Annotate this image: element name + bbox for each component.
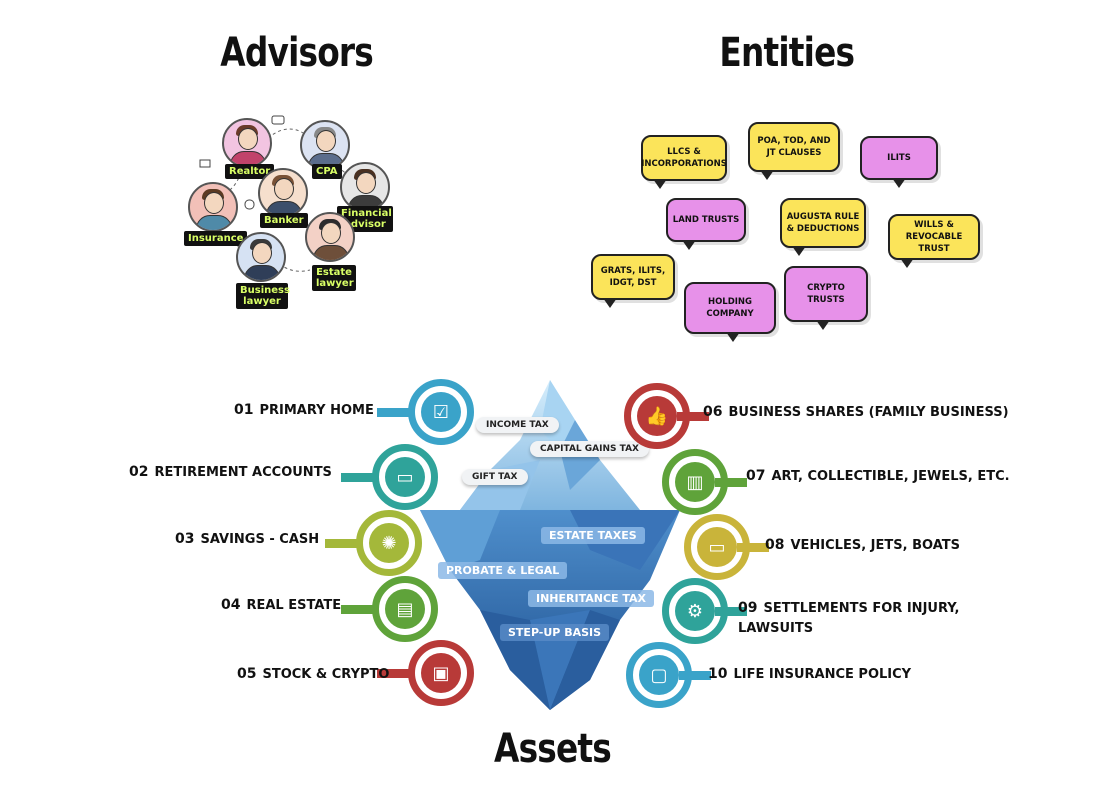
art-collectibles-ring: ▥ [662, 449, 747, 515]
entities-title: Entities [719, 30, 855, 76]
real-estate-ring: ▤ [341, 576, 438, 642]
entity-bubble: AUGUSTA RULE & DEDUCTIONS [780, 198, 866, 256]
business-lawyer-avatar [236, 232, 286, 282]
money-icon: ▭ [385, 457, 425, 497]
entity-bubble: GRATS, ILITS, IDGT, DST [591, 254, 675, 308]
lightbulb-icon: ✺ [369, 523, 409, 563]
tax-pill: GIFT TAX [462, 469, 528, 485]
tax-pill: CAPITAL GAINS TAX [530, 441, 649, 457]
estate-lawyer-avatar [305, 212, 355, 262]
business-shares-ring: 👍 [624, 383, 709, 449]
tax-pill: INCOME TAX [476, 417, 559, 433]
document-icon: ▥ [675, 462, 715, 502]
entity-bubble: LAND TRUSTS [666, 198, 746, 250]
entity-bubble: HOLDING COMPANY [684, 282, 776, 342]
savings-cash-ring: ✺ [325, 510, 422, 576]
realtor-tag: Realtor [225, 164, 275, 179]
checklist-icon: ☑ [421, 392, 461, 432]
thumbs-up-icon: 👍 [637, 396, 677, 436]
financial-advisor-avatar [340, 162, 390, 212]
cost-label: INHERITANCE TAX [528, 590, 655, 607]
primary-home-ring: ☑ [377, 379, 474, 445]
retirement-accounts-ring: ▭ [341, 444, 438, 510]
cost-label: PROBATE & LEGAL [438, 562, 568, 579]
banker-tag: Banker [260, 213, 308, 228]
entity-bubble: LLCS & INCORPORATIONS [641, 135, 727, 189]
realtor-avatar [222, 118, 272, 168]
life-insurance-ring: ▢ [626, 642, 711, 708]
assets-title: Assets [494, 726, 612, 772]
document-search-icon: ▤ [385, 589, 425, 629]
insurance-tag: Insurance [184, 231, 248, 246]
vehicles-ring: ▭ [684, 514, 769, 580]
business-lawyer-tag: Business lawyer [236, 283, 290, 309]
monitor-icon: ▢ [639, 655, 679, 695]
cpa-tag: CPA [312, 164, 342, 179]
insurance-avatar [188, 182, 238, 232]
entity-bubble: ILITS [860, 136, 938, 188]
advisors-title: Advisors [220, 30, 374, 76]
cost-label: STEP-UP BASIS [500, 624, 610, 641]
entity-bubble: POA, TOD, AND JT CLAUSES [748, 122, 840, 180]
network-icon: ⚙ [675, 591, 715, 631]
entity-bubble: WILLS & REVOCABLE TRUST [888, 214, 980, 268]
settlements-ring: ⚙ [662, 578, 747, 644]
cost-label: ESTATE TAXES [541, 527, 645, 544]
presentation-icon: ▣ [421, 653, 461, 693]
banker-avatar [258, 168, 308, 218]
ticket-icon: ▭ [697, 527, 737, 567]
estate-lawyer-tag: Estate lawyer [312, 265, 356, 291]
entity-bubble: CRYPTO TRUSTS [784, 266, 868, 330]
cpa-avatar [300, 120, 350, 170]
stock-crypto-ring: ▣ [377, 640, 474, 706]
